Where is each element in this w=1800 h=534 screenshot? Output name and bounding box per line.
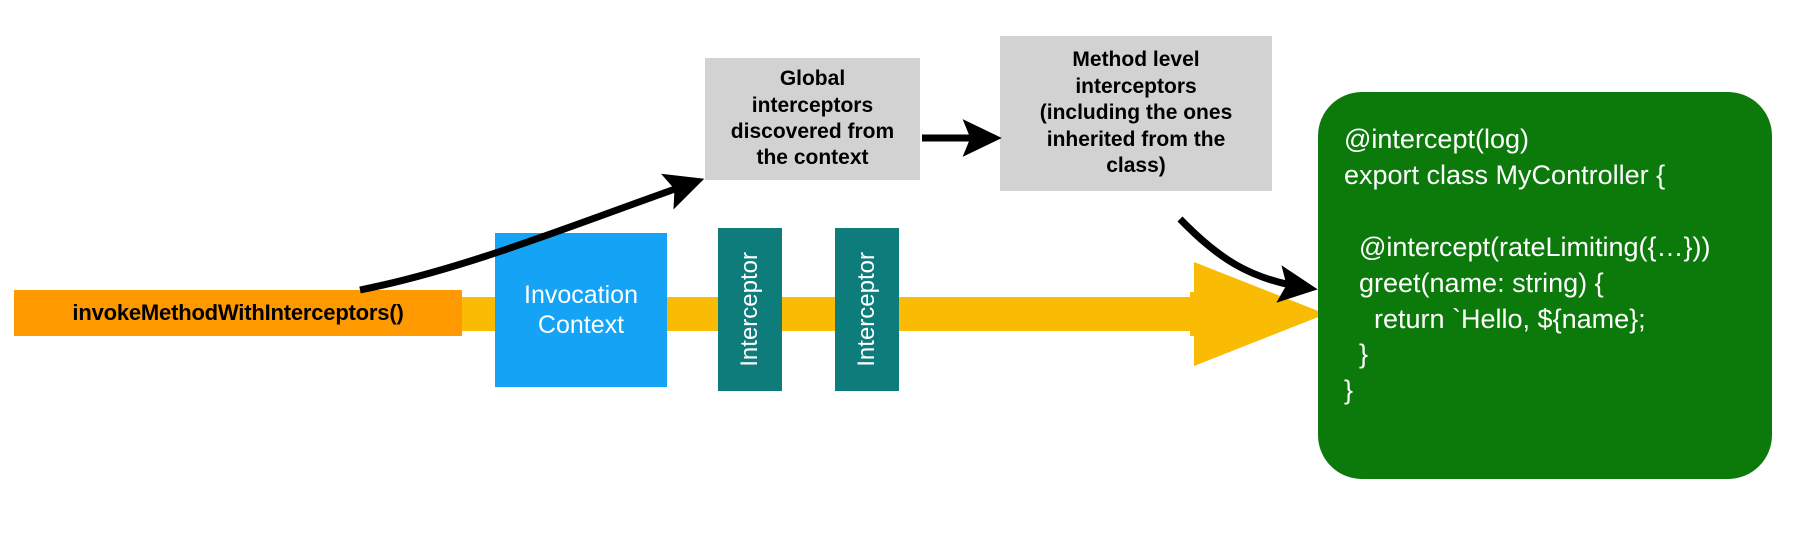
invoke-method-label: invokeMethodWithInterceptors() xyxy=(72,300,404,325)
interceptor-box-1[interactable]: Interceptor xyxy=(718,228,782,391)
interceptor-box-2[interactable]: Interceptor xyxy=(835,228,899,391)
interceptor-label-1: Interceptor xyxy=(736,252,763,367)
invocation-flow-arrowhead xyxy=(1190,258,1330,370)
controller-code-card: @intercept(log) export class MyControlle… xyxy=(1318,92,1772,479)
invoke-method-box[interactable]: invokeMethodWithInterceptors() xyxy=(14,290,462,336)
interceptor-label-2: Interceptor xyxy=(853,252,880,367)
controller-code-text: @intercept(log) export class MyControlle… xyxy=(1344,124,1711,406)
